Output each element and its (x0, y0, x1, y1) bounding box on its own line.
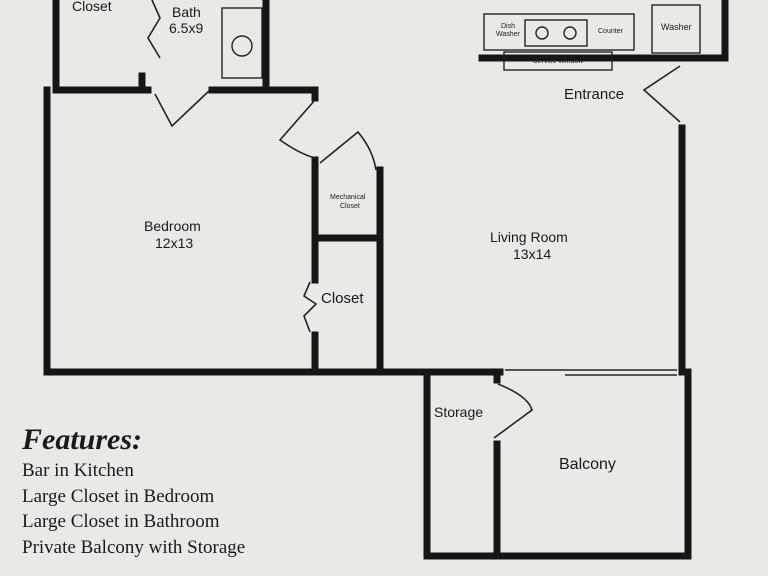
door-swing (278, 99, 316, 159)
toilet-bowl (231, 35, 253, 57)
mechanical-closet-label-line1: Mechanical (330, 194, 366, 201)
bath-name-label: Bath (172, 4, 201, 20)
door-swings (147, 0, 681, 439)
feature-item: Large Closet in Bedroom (22, 485, 215, 507)
mechanical-closet-label-line2: Closet (340, 203, 360, 210)
feature-item: Large Closet in Bathroom (22, 511, 220, 532)
service-window-label: Service Window (533, 58, 584, 65)
walls (43, 0, 729, 560)
living-room-size-label: 13x14 (513, 246, 552, 262)
dishwasher-label-line1: Dish (501, 23, 516, 30)
dishwasher-label-line2: Washer (496, 31, 520, 38)
feature-item: Private Balcony with Storage (22, 536, 246, 558)
storage-label: Storage (434, 404, 484, 420)
door-swing (154, 89, 211, 128)
sink-basin-right (563, 26, 577, 40)
door-swing (147, 0, 161, 59)
kitchen-fixtures (221, 4, 701, 376)
door-swing (303, 281, 318, 333)
toilet-tank (221, 7, 263, 79)
bedroom-closet-label: Closet (321, 290, 364, 307)
kitchen-counter-outline (483, 13, 635, 51)
feature-item: Bar in Kitchen (22, 460, 134, 481)
washer-outline (651, 4, 701, 54)
closet-top-label: Closet (72, 0, 112, 14)
features-title: Features: (22, 423, 142, 456)
balcony-label: Balcony (559, 456, 616, 473)
sink-frame (524, 19, 588, 47)
door-swing (642, 65, 681, 123)
counter-label: Counter (598, 28, 623, 35)
washer-label: Washer (661, 22, 692, 32)
door-swing (319, 130, 377, 171)
entrance-label: Entrance (564, 86, 625, 103)
sink-basin-left (535, 26, 549, 40)
service-window-ledge (503, 51, 613, 71)
bath-size-label: 6.5x9 (169, 20, 204, 36)
features-list: Bar in Kitchen Large Closet in Bedroom L… (22, 458, 245, 560)
bedroom-name-label: Bedroom (144, 218, 201, 234)
bedroom-size-label: 12x13 (155, 235, 194, 251)
door-swing (493, 383, 533, 439)
living-room-name-label: Living Room (490, 229, 568, 245)
